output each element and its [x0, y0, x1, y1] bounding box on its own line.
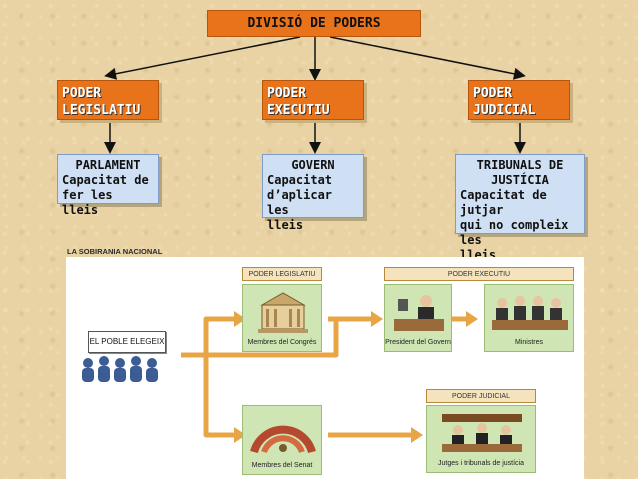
judges-icon [442, 414, 522, 452]
parliament-line2: fer les lleis [62, 188, 113, 217]
judges-caption: Jutges i tribunals de justícia [438, 460, 524, 467]
executive-power-box: PODER EXECUTIU [262, 80, 364, 120]
government-title: GOVERN [291, 158, 335, 172]
ministers-scene: Ministres [484, 284, 574, 352]
judicial-header: PODER JUDICIAL [426, 389, 536, 403]
senate-chamber-icon [250, 425, 316, 454]
executive-label-line2: EXECUTIU [267, 103, 330, 118]
congress-caption: Membres del Congrés [247, 339, 317, 346]
sovereignty-flow-arrows [181, 311, 478, 443]
legislative-label-line2: LEGISLATIU [62, 103, 141, 118]
senate-caption: Membres del Senat [251, 462, 313, 469]
parliament-box: PARLAMENT Capacitat de fer les lleis [57, 154, 159, 217]
courts-box: TRIBUNALS DE JUSTÍCIA Capacitat de jutja… [455, 154, 585, 262]
judges-scene: Jutges i tribunals de justícia [426, 405, 536, 473]
parliament-line1: Capacitat de [62, 173, 149, 187]
legislative-power-box: PODER LEGISLATIU [57, 80, 159, 120]
people-group: EL POBLE ELEGEIX [80, 327, 170, 385]
government-line1: Capacitat [267, 173, 333, 187]
congress-scene: Membres del Congrés [242, 284, 322, 352]
ministers-icon [492, 296, 568, 330]
courts-line1: Capacitat de jutjar [460, 188, 547, 217]
president-icon [394, 295, 444, 331]
people-label: EL POBLE ELEGEIX [88, 331, 166, 353]
courts-line2: qui no compleix les [460, 218, 569, 247]
judicial-power-box: PODER JUDICIAL [468, 80, 570, 120]
sovereignty-panel: EL POBLE ELEGEIX PODER LEGISLATIU Membre… [66, 257, 584, 479]
congress-building-icon [258, 292, 308, 333]
government-line2: d’aplicar les [267, 188, 333, 217]
executive-label-line1: PODER [267, 86, 307, 101]
diagram-title: DIVISIÓ DE PODERS [207, 10, 421, 37]
judicial-label-line1: PODER [473, 86, 513, 101]
people-icon [82, 356, 158, 382]
senate-scene: Membres del Senat [242, 405, 322, 475]
ministers-caption: Ministres [514, 339, 543, 346]
president-caption: President del Govern [385, 339, 451, 346]
courts-title: TRIBUNALS DE [476, 158, 564, 172]
legislative-header: PODER LEGISLATIU [242, 267, 322, 281]
executive-header: PODER EXECUTIU [384, 267, 574, 281]
arrow-to-legislative [104, 36, 301, 80]
government-box: GOVERN Capacitat d’aplicar les lleis [262, 154, 364, 232]
president-scene: President del Govern [384, 284, 452, 352]
legislative-label-line1: PODER [62, 86, 102, 101]
sovereignty-heading: LA SOBIRANIA NACIONAL [67, 247, 163, 256]
government-line3: lleis [267, 218, 304, 232]
arrow-to-judicial [329, 36, 526, 80]
judicial-label-line2: JUDICIAL [473, 103, 536, 118]
courts-title-2: JUSTÍCIA [491, 173, 549, 187]
parliament-title: PARLAMENT [75, 158, 141, 172]
